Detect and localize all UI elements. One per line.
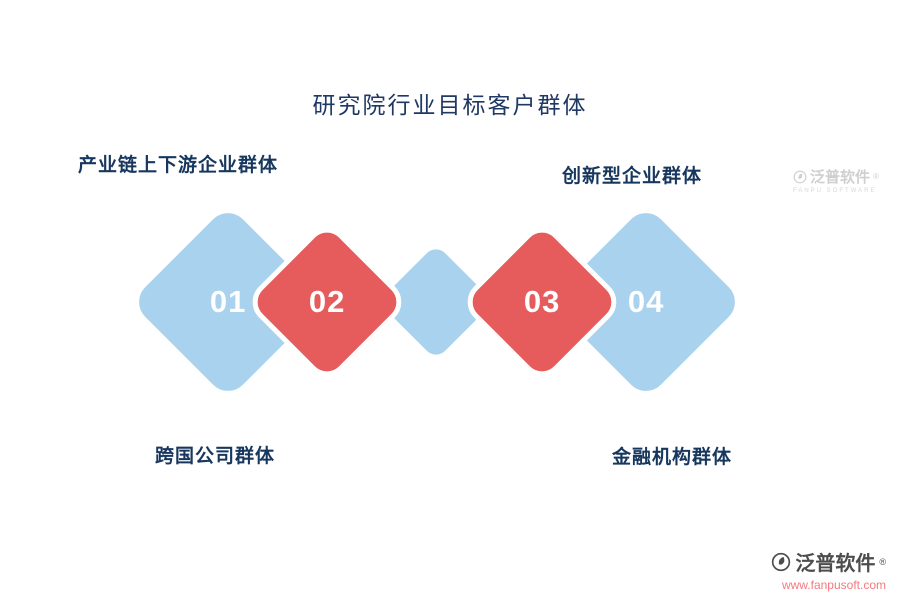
watermark-subtitle: FANPU SOFTWARE	[793, 188, 877, 194]
diamond-01-number: 01	[209, 283, 247, 319]
watermark: 泛普软件 ® FANPU SOFTWARE	[793, 166, 879, 194]
brand-registered-mark: ®	[879, 556, 886, 567]
label-bottom-left: 跨国公司群体	[155, 446, 276, 467]
fanpu-logo-icon	[771, 552, 791, 572]
label-bottom-right: 金融机构群体	[612, 447, 733, 468]
diamond-04-number: 04	[627, 283, 665, 319]
brand-url: www.fanpusoft.com	[781, 578, 886, 592]
diamond-03-number: 03	[523, 283, 561, 319]
diamond-02-number: 02	[308, 283, 346, 319]
fanpu-watermark-icon	[793, 170, 807, 184]
brand-logo: 泛普软件 ® www.fanpusoft.com	[771, 547, 886, 592]
page-title: 研究院行业目标客户群体	[312, 93, 588, 118]
label-top-left: 产业链上下游企业群体	[78, 155, 279, 176]
label-top-right: 创新型企业群体	[562, 166, 703, 187]
watermark-registered-mark: ®	[873, 172, 879, 181]
brand-name: 泛普软件	[795, 553, 876, 575]
watermark-brand-name: 泛普软件	[810, 169, 871, 186]
